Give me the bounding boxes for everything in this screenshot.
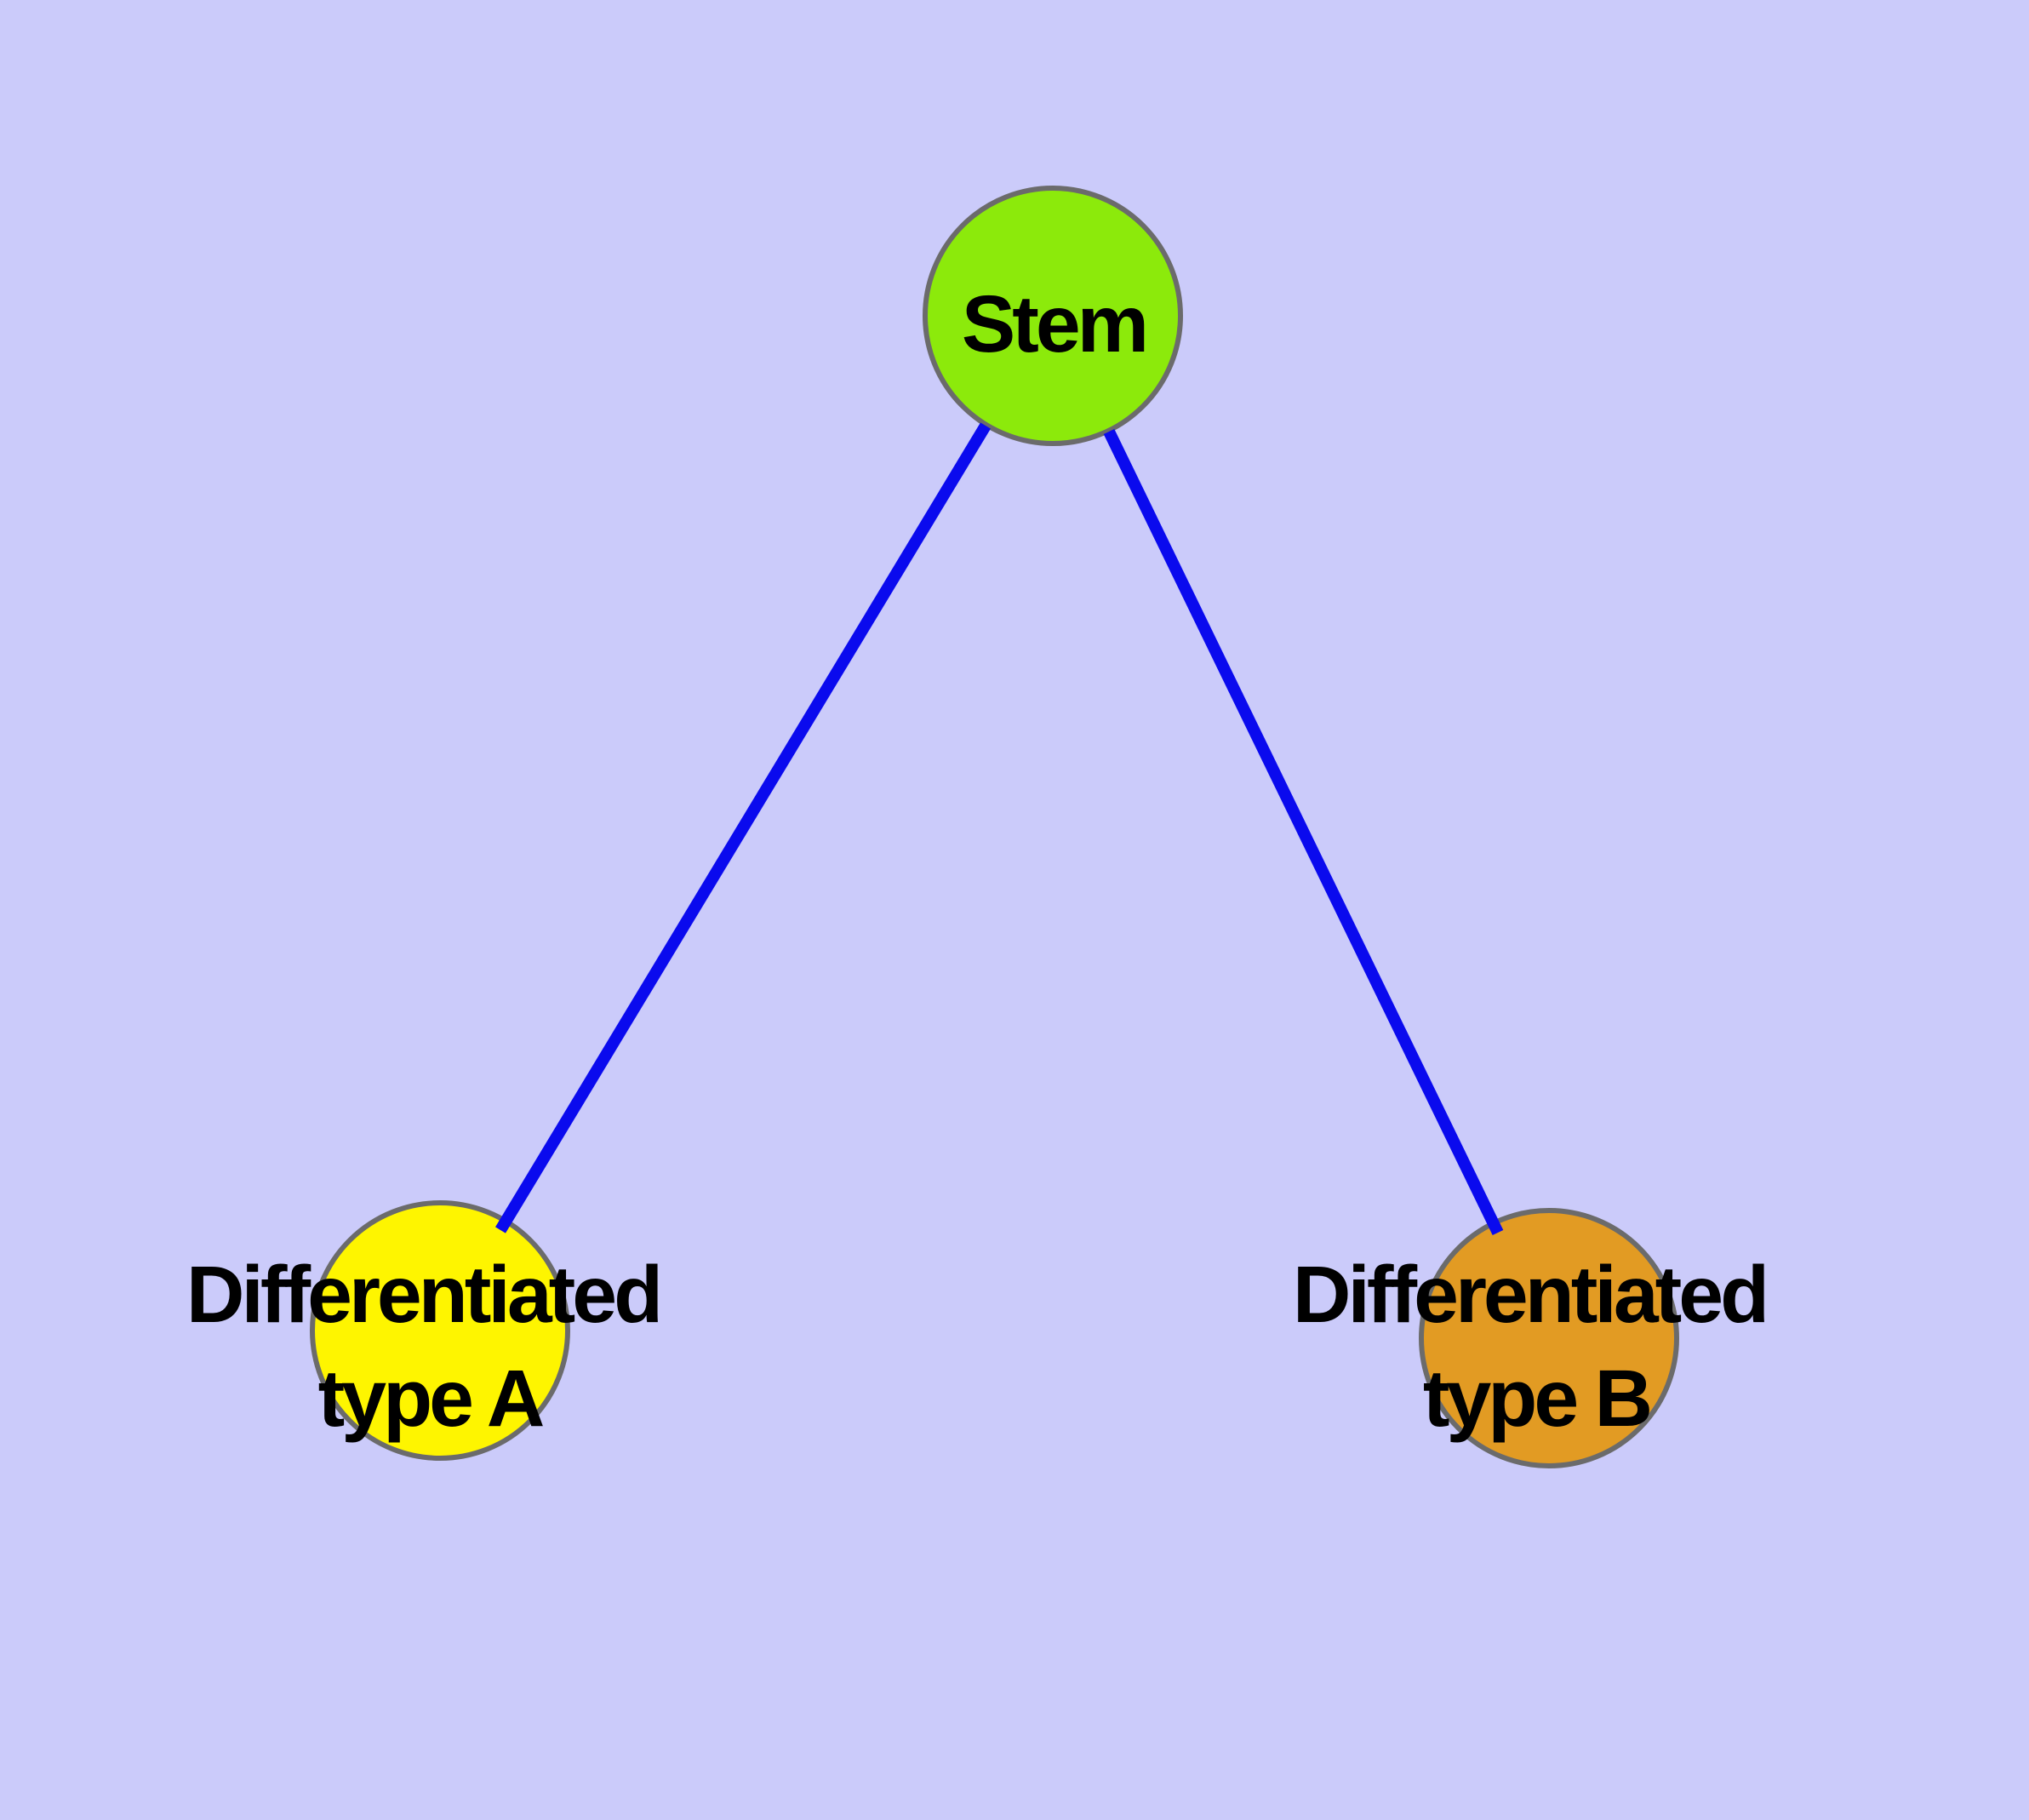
differentiated-type-a-label-line2: type A <box>318 1354 544 1444</box>
stem-node <box>923 186 1183 446</box>
stem-node-label: Stem <box>962 279 1146 369</box>
differentiated-type-a-label-line1: Differentiated <box>186 1250 660 1340</box>
edge-stem-to-type-a <box>495 422 991 1233</box>
differentiated-type-b-label-line1: Differentiated <box>1293 1250 1766 1340</box>
differentiated-type-a-node <box>310 1200 570 1461</box>
differentiated-type-b-node <box>1419 1208 1679 1468</box>
differentiated-type-b-label-line2: type B <box>1423 1354 1650 1444</box>
edge-stem-to-type-b <box>1103 428 1504 1236</box>
